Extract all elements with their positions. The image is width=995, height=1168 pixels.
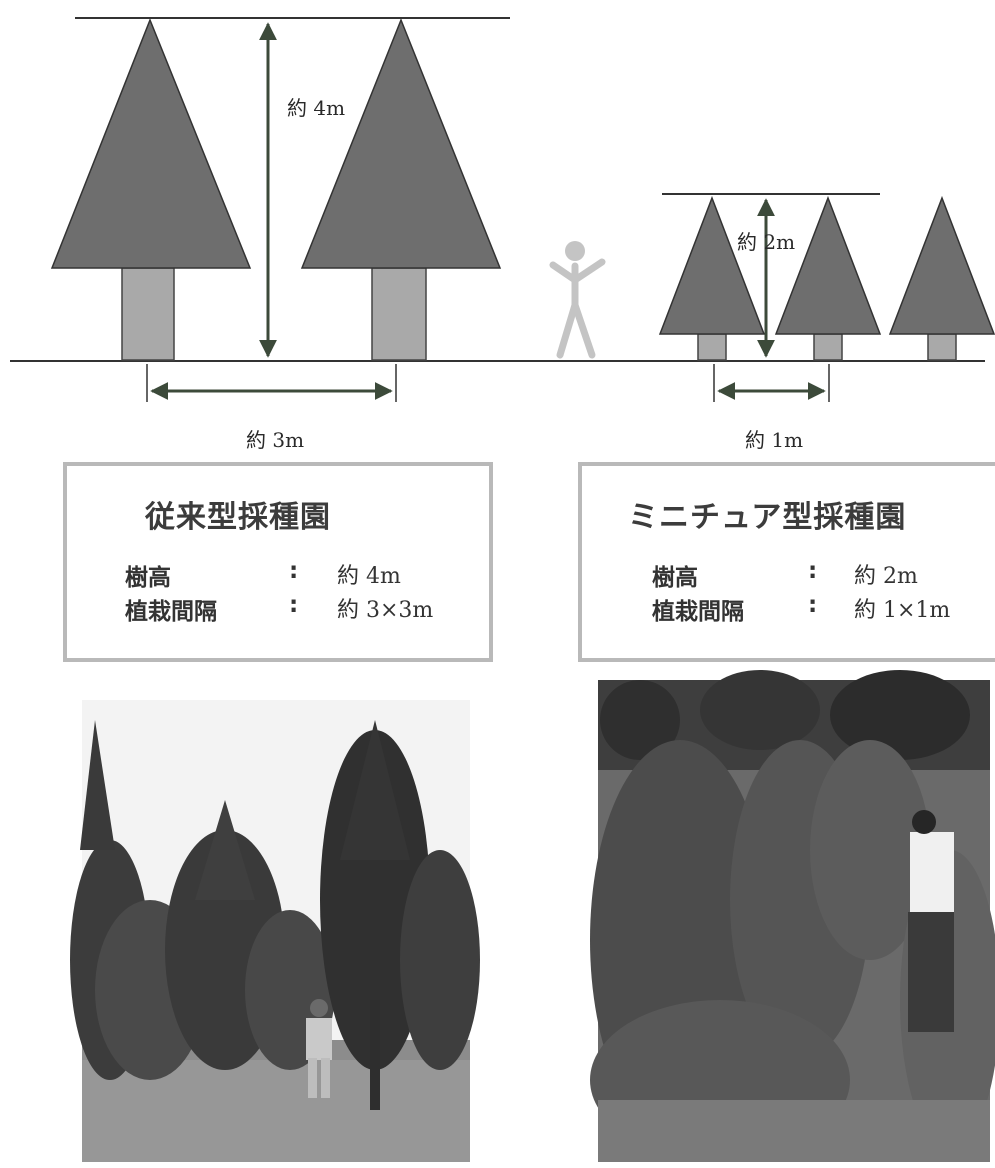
miniature-orchard-photo xyxy=(590,670,995,1162)
miniature-tree-2 xyxy=(774,195,882,361)
person-figure xyxy=(549,241,606,359)
miniature-spacing-row-label: 植栽間隔 xyxy=(652,599,744,625)
conventional-orchard-photo xyxy=(70,700,480,1162)
miniature-orchard-title: ミニチュア型採種園 xyxy=(628,500,907,535)
conventional-spacing-row-value: 約 3×3m xyxy=(337,598,434,623)
conventional-height-row-value: 約 4m xyxy=(337,564,401,589)
miniature-tree-3 xyxy=(888,195,995,361)
conventional-tree-left xyxy=(50,17,252,361)
miniature-orchard-panel: ミニチュア型採種園 樹高 : 約 2m 植栽間隔 : 約 1×1m xyxy=(578,462,995,662)
conventional-tree-right xyxy=(300,17,502,361)
miniature-spacing-label: 約 1m xyxy=(745,428,804,452)
conventional-height-label: 約 4m xyxy=(287,96,346,120)
miniature-height-label: 約 2m xyxy=(737,230,796,254)
miniature-spacing-row-value: 約 1×1m xyxy=(854,598,951,623)
conventional-spacing-row-sep: : xyxy=(289,592,299,618)
conventional-height-row-label: 樹高 xyxy=(125,565,171,591)
conventional-spacing-label: 約 3m xyxy=(246,428,305,452)
miniature-spacing-row-sep: : xyxy=(808,592,818,618)
miniature-tree-1 xyxy=(658,195,766,361)
conventional-orchard-title: 従来型採種園 xyxy=(145,500,331,535)
conventional-spacing-row-label: 植栽間隔 xyxy=(125,599,217,625)
miniature-height-row-value: 約 2m xyxy=(854,564,918,589)
conventional-height-row-sep: : xyxy=(289,558,299,584)
miniature-height-row-label: 樹高 xyxy=(652,565,698,591)
miniature-height-row-sep: : xyxy=(808,558,818,584)
conventional-orchard-panel: 従来型採種園 樹高 : 約 4m 植栽間隔 : 約 3×3m xyxy=(63,462,493,662)
